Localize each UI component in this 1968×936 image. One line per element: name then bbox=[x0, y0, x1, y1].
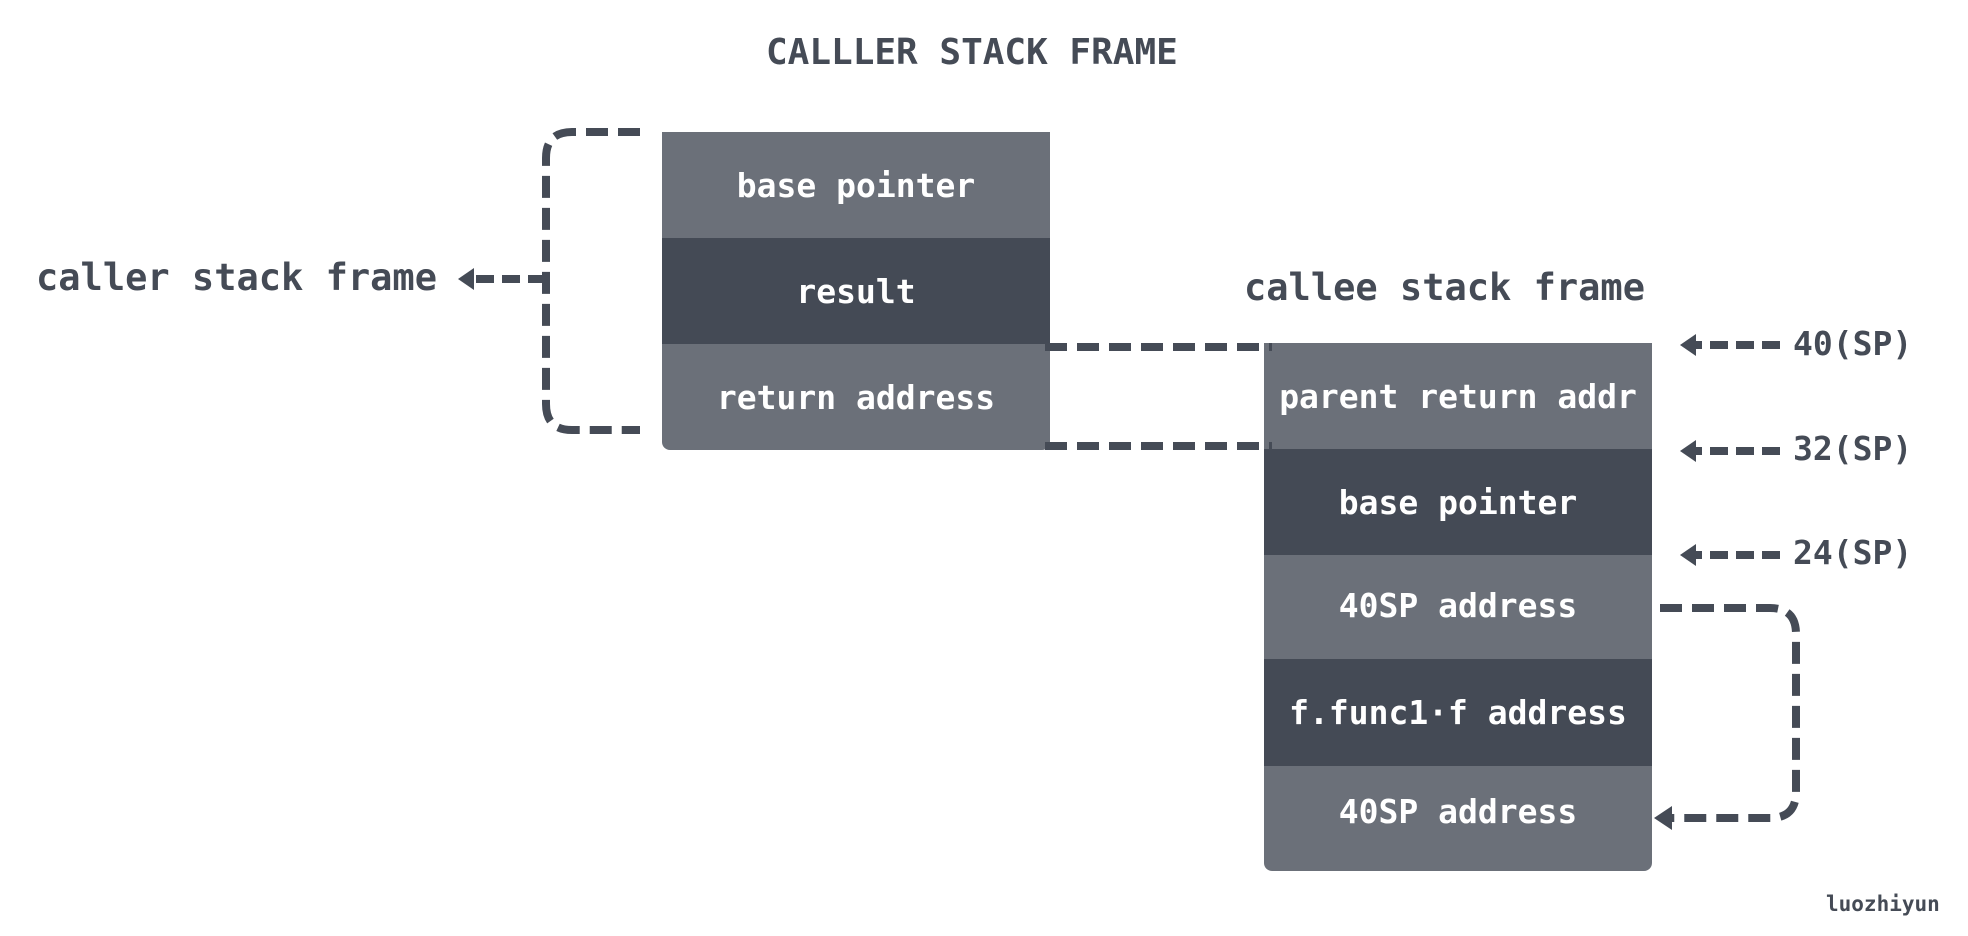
offset-label-40sp: 40(SP) bbox=[1793, 324, 1913, 363]
callee-cell-base-pointer: base pointer bbox=[1264, 449, 1652, 555]
callee-frame-label: callee stack frame bbox=[1244, 266, 1645, 309]
caller-stack: base pointer result return address bbox=[662, 132, 1050, 450]
caller-cell-base-pointer: base pointer bbox=[662, 132, 1050, 238]
callee-cell-40sp-address-lower: 40SP address bbox=[1264, 766, 1652, 871]
offset-label-32sp: 32(SP) bbox=[1793, 429, 1913, 468]
author-watermark: luozhiyun bbox=[1826, 892, 1940, 916]
caller-cell-return-address: return address bbox=[662, 344, 1050, 450]
offset-label-24sp: 24(SP) bbox=[1793, 533, 1913, 572]
diagram-title: CALLLER STACK FRAME bbox=[766, 32, 1178, 73]
caller-frame-label: caller stack frame bbox=[36, 256, 437, 299]
callee-loop-bracket bbox=[1660, 604, 1800, 822]
callee-cell-func1-address: f.func1·f address bbox=[1264, 659, 1652, 766]
caller-bracket bbox=[542, 128, 640, 434]
caller-label-arrowhead bbox=[458, 268, 474, 290]
callee-cell-parent-return-addr: parent return addr bbox=[1264, 343, 1652, 449]
offset-arrowhead-32sp bbox=[1680, 440, 1696, 462]
loop-arrowhead bbox=[1654, 806, 1672, 830]
callee-stack: parent return addr base pointer 40SP add… bbox=[1264, 343, 1652, 871]
callee-cell-40sp-address-upper: 40SP address bbox=[1264, 555, 1652, 659]
offset-arrowhead-40sp bbox=[1680, 334, 1696, 356]
caller-cell-result: result bbox=[662, 238, 1050, 344]
offset-arrowhead-24sp bbox=[1680, 544, 1696, 566]
